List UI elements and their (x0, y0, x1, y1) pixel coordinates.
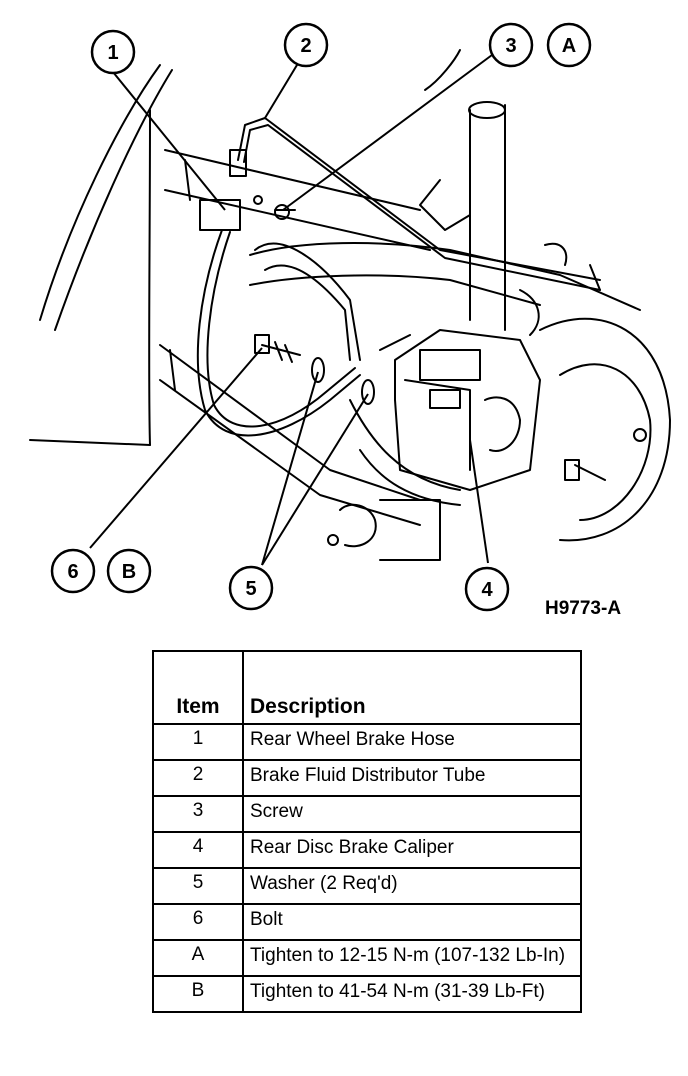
row-item: 4 (152, 831, 244, 869)
callout-label-2: 2 (300, 35, 311, 57)
callout-circle-3 (488, 22, 534, 68)
diagram-drawing: 1 2 3 A 4 5 6 B (29, 22, 671, 612)
callout-circle-5 (228, 565, 274, 611)
row-description: Brake Fluid Distributor Tube (242, 759, 582, 797)
callout-label-1: 1 (107, 42, 118, 64)
fender-outline (39, 64, 161, 321)
row-item: 5 (152, 867, 244, 905)
callout-label-5: 5 (245, 578, 256, 600)
washer-lower (361, 379, 375, 405)
table-row: 4 Rear Disc Brake Caliper (152, 831, 582, 869)
callout-label-4: 4 (481, 579, 493, 601)
row-description: Washer (2 Req'd) (242, 867, 582, 905)
row-item: 2 (152, 759, 244, 797)
row-description: Rear Disc Brake Caliper (242, 831, 582, 869)
header-description: Description (242, 650, 582, 725)
callout-circle-1 (90, 29, 136, 75)
table-row: A Tighten to 12-15 N-m (107-132 Lb-In) (152, 939, 582, 977)
header-item: Item (152, 650, 244, 725)
frame-rail (159, 344, 421, 501)
figure-id: H9773-A (545, 598, 622, 619)
legend-header-row: Item Description (152, 650, 582, 725)
callout-circle-4 (464, 566, 510, 612)
table-row: 3 Screw (152, 795, 582, 833)
callout-circle-2 (283, 22, 329, 68)
row-item: 1 (152, 723, 244, 761)
washer-upper (311, 357, 325, 383)
rear-wheel-brake-hose (196, 229, 361, 437)
row-item: 3 (152, 795, 244, 833)
callout-circle-6 (50, 548, 96, 594)
row-description: Rear Wheel Brake Hose (242, 723, 582, 761)
row-description: Tighten to 12-15 N-m (107-132 Lb-In) (242, 939, 582, 977)
row-description: Tighten to 41-54 N-m (31-39 Lb-Ft) (242, 975, 582, 1013)
callout-label-A: A (562, 35, 576, 57)
brake-rotor (539, 317, 671, 542)
axle-tube (249, 242, 641, 311)
row-item: 6 (152, 903, 244, 941)
table-row: 6 Bolt (152, 903, 582, 941)
callout-circle-B (106, 548, 152, 594)
legend-table: Item Description 1 Rear Wheel Brake Hose… (152, 650, 582, 1013)
callout-circle-A (546, 22, 592, 68)
row-item: B (152, 975, 244, 1013)
row-description: Bolt (242, 903, 582, 941)
table-row: 2 Brake Fluid Distributor Tube (152, 759, 582, 797)
callout-label-6: 6 (67, 561, 78, 583)
table-row: 5 Washer (2 Req'd) (152, 867, 582, 905)
table-row: 1 Rear Wheel Brake Hose (152, 723, 582, 761)
callout-label-3: 3 (505, 35, 516, 57)
row-item: A (152, 939, 244, 977)
callout-label-B: B (122, 561, 136, 583)
brake-caliper-diagram: 1 2 3 A 4 5 6 B (29, 22, 671, 612)
rear-disc-brake-caliper (394, 329, 541, 491)
junction-block (199, 199, 241, 231)
table-row: B Tighten to 41-54 N-m (31-39 Lb-Ft) (152, 975, 582, 1013)
row-description: Screw (242, 795, 582, 833)
